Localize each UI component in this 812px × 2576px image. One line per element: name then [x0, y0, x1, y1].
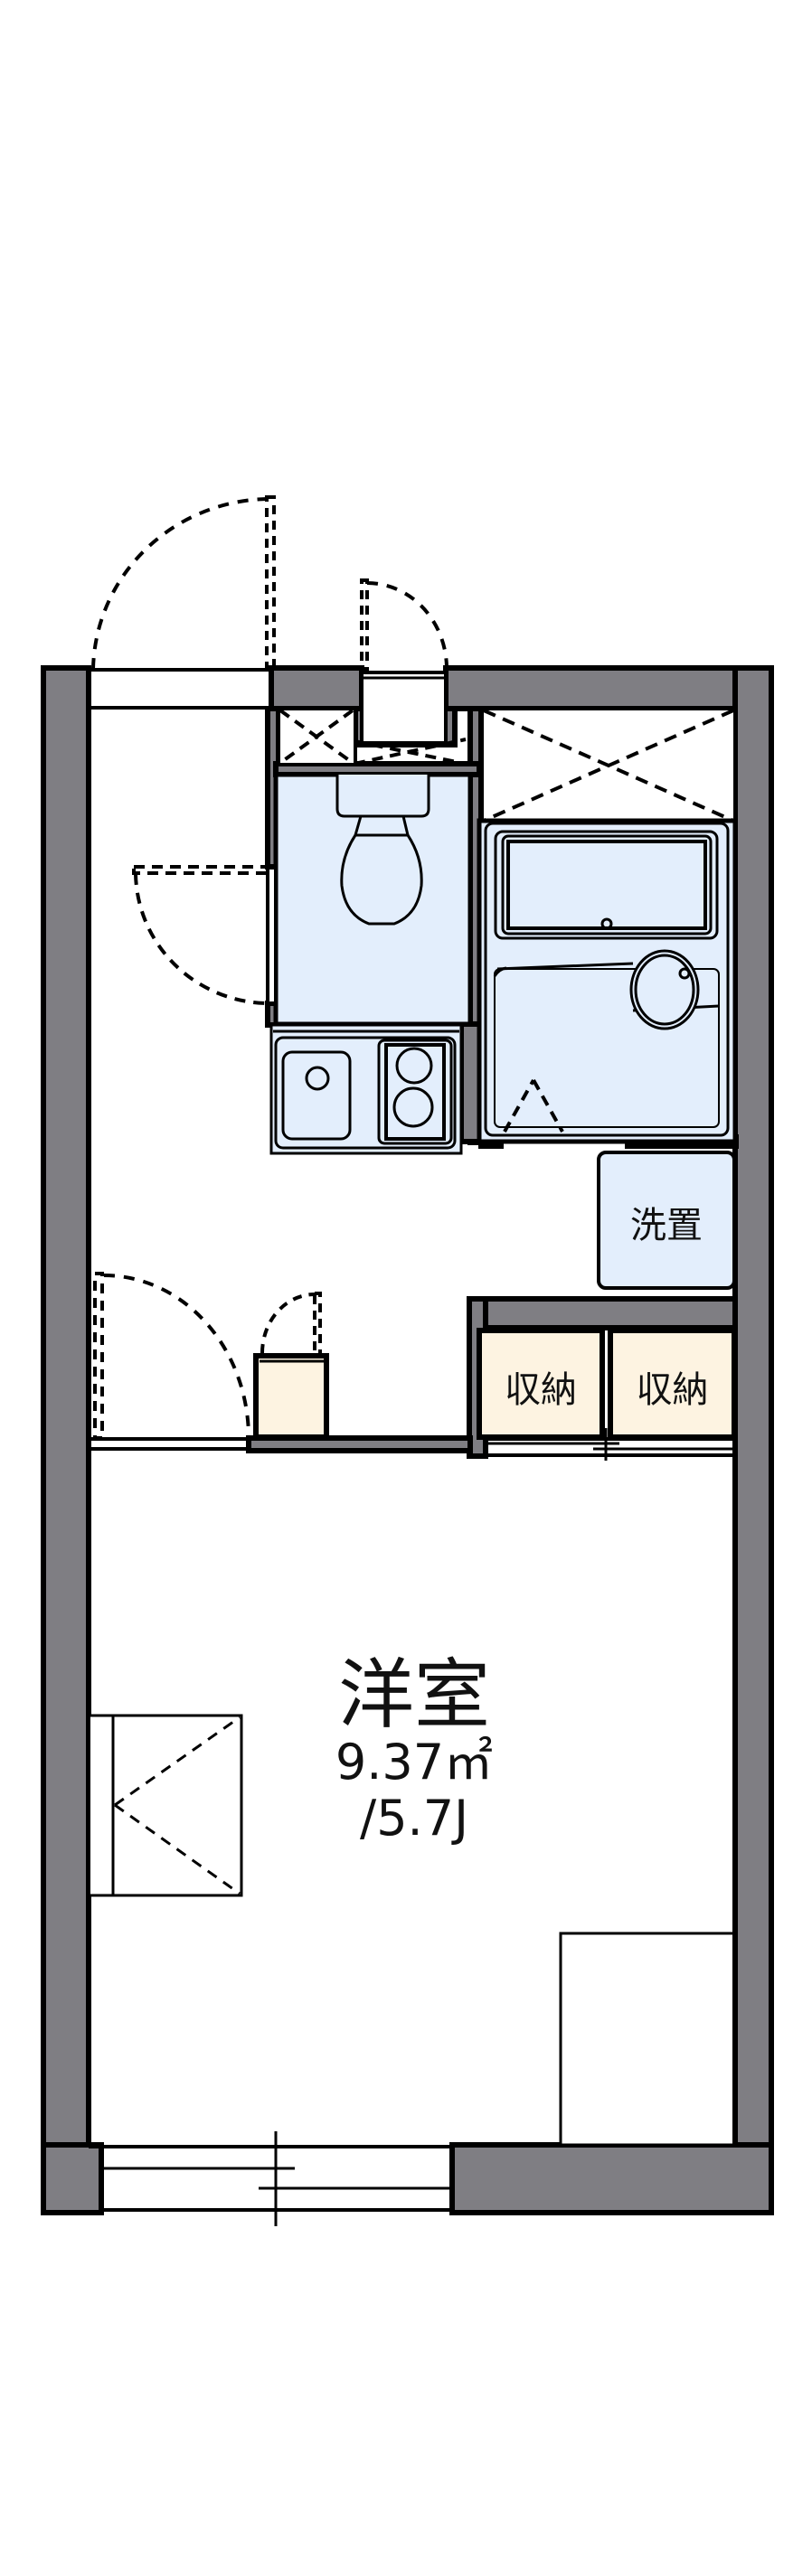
- main-room-tatami: /5.7J: [360, 1790, 468, 1847]
- stove-icon[interactable]: [377, 1039, 453, 1145]
- main-room-area: 9.37㎡: [335, 1734, 494, 1791]
- toilet-icon[interactable]: [335, 775, 430, 926]
- washer-label: 洗置: [630, 1205, 703, 1246]
- air-conditioner-icon: [87, 1714, 243, 1897]
- main-room-label: 洋室 9.37㎡ /5.7J: [306, 1651, 523, 1847]
- outer-walls: [41, 665, 774, 2215]
- storage-closets[interactable]: [477, 1328, 737, 1461]
- pipe-space-left: [277, 707, 467, 766]
- toilet-door[interactable]: [132, 865, 278, 1005]
- room-door[interactable]: [89, 1272, 250, 1451]
- main-room-name: 洋室: [337, 1650, 490, 1739]
- washer-space: [597, 1151, 736, 1290]
- meter-box-door[interactable]: [360, 578, 448, 745]
- unit-bath[interactable]: [477, 818, 738, 1144]
- shoe-box[interactable]: [253, 1292, 329, 1440]
- storage-right-label: 収納: [636, 1369, 709, 1411]
- corner-box: [559, 1932, 737, 2147]
- entrance-door[interactable]: [89, 495, 276, 710]
- pipe-space-right: [480, 707, 737, 824]
- balcony-window[interactable]: [101, 2131, 452, 2226]
- sink-icon[interactable]: [281, 1050, 352, 1141]
- storage-left-label: 収納: [505, 1369, 577, 1411]
